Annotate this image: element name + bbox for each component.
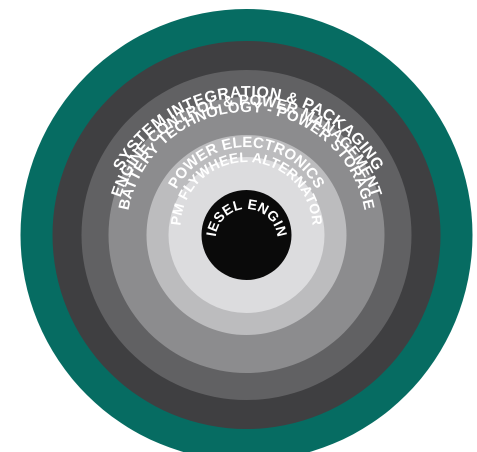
core-diesel-engine [201, 190, 292, 280]
